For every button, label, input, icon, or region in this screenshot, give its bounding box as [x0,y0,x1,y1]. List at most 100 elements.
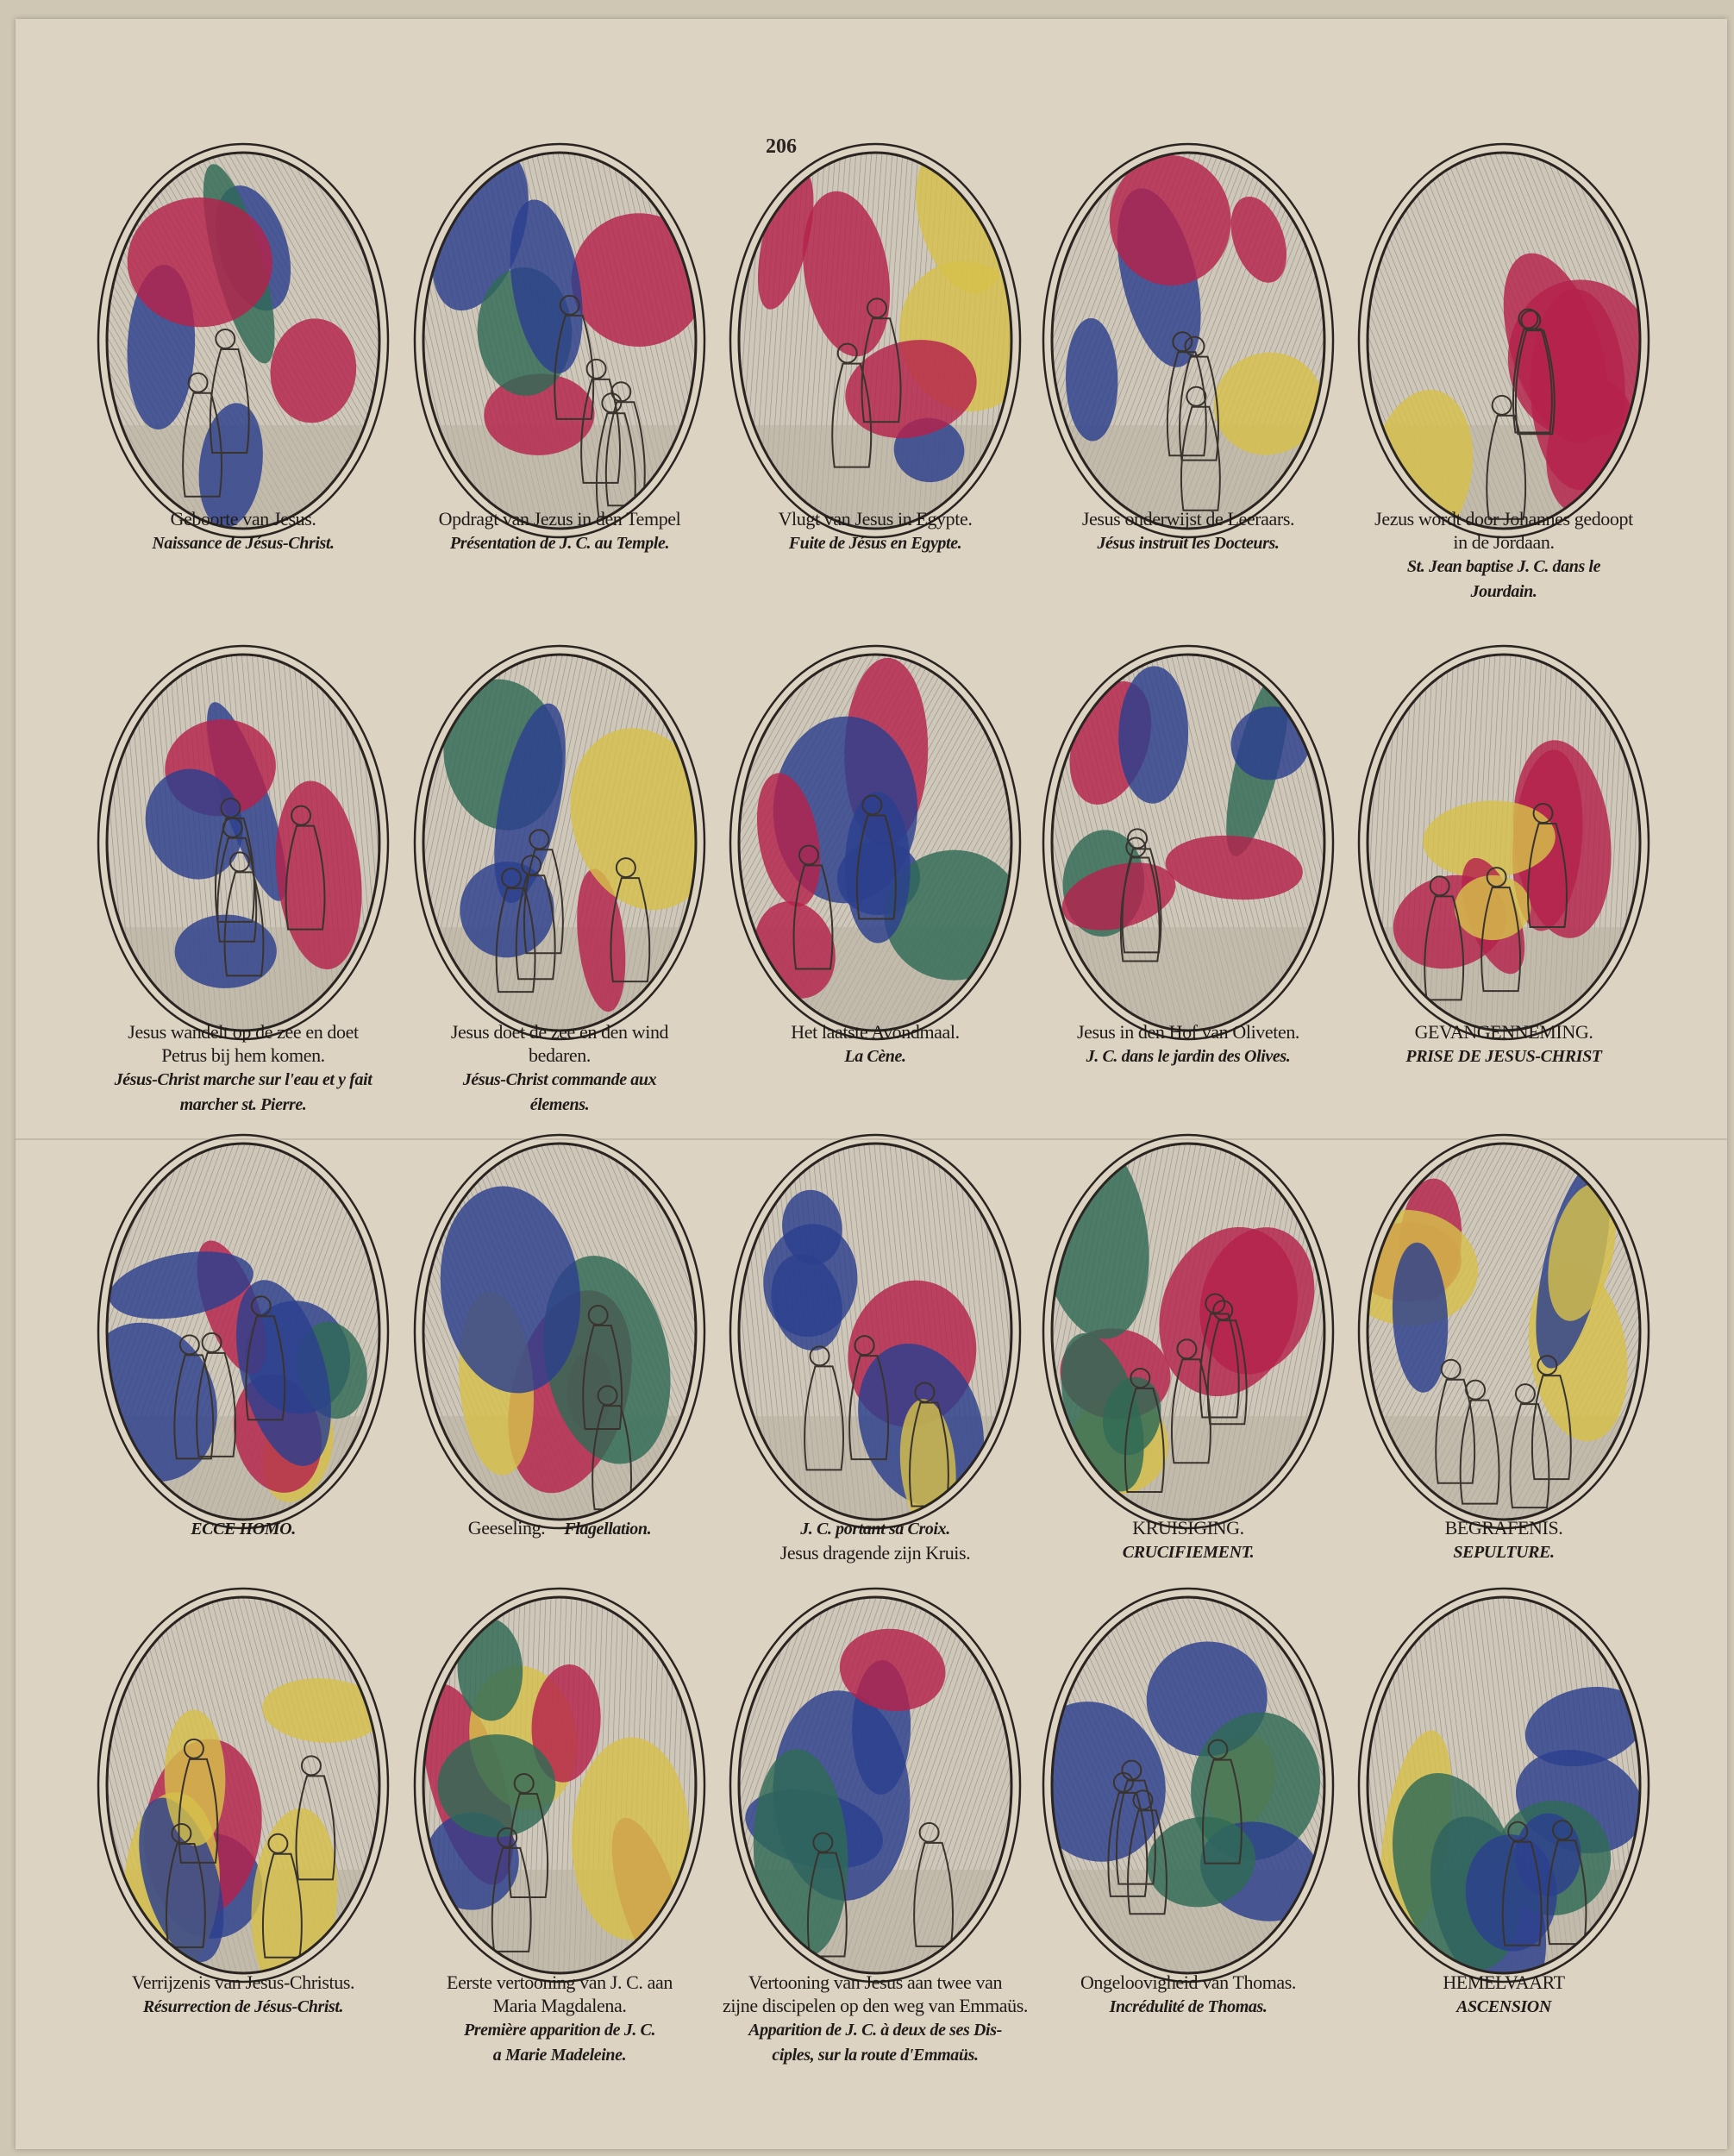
french-title: ASCENSION [1456,1997,1551,2016]
dutch-title: Vlugt van Jesus in Egypte. [778,508,973,530]
oval-frame [422,1142,698,1521]
caption-line: Incrédulité de Thomas. [1024,1994,1352,2019]
french-title: PRISE DE JESUS-CHRIST [1405,1047,1602,1066]
caption-line: Het laatste Avondmaal. [711,1020,1039,1044]
color-wash [174,914,277,988]
color-wash [844,792,911,943]
vignette-20 [1355,1585,1652,1985]
caption-line: zijne discipelen op den weg van Emmaüs. [711,1994,1039,2017]
caption-line: Geboorte van Jesus. [79,507,407,530]
caption-line: Vertooning van Jesus aan twee van [711,1971,1039,1994]
caption-line: Fuite de Jésus en Egypte. [711,530,1039,555]
oval-frame [105,1595,381,1975]
caption-line: Jésus-Christ commande aux [396,1067,723,1092]
vignette-14 [1040,1131,1336,1532]
vignette-7 [411,642,708,1043]
vignette-4 [1040,141,1336,541]
color-wash [1503,253,1608,443]
french-title: Apparition de J. C. à deux de ses Dis- [748,2021,1002,2040]
oval-frame [105,653,381,1032]
caption-line: a Marie Madeleine. [396,2042,723,2067]
vignette-15 [1355,1131,1652,1532]
oval-frame [1366,1142,1642,1521]
french-title: a Marie Madeleine. [492,2046,627,2065]
french-title: Présentation de J. C. au Temple. [449,534,670,553]
vignette-16 [95,1585,391,1985]
vignette-19 [1040,1585,1336,1985]
caption-line: Petrus bij hem komen. [79,1044,407,1067]
french-title: Jourdain. [1470,582,1537,601]
color-wash [1392,1242,1449,1393]
dutch-title: KRUISIGING. [1132,1517,1244,1539]
caption-line: in de Jordaan. [1340,530,1668,554]
color-wash [510,199,583,373]
dutch-title: Eerste vertooning van J. C. aan [447,1971,673,1993]
color-wash [262,1678,379,1743]
oval-frame [422,151,698,530]
print-sheet: 206 Geboorte van Jesus.Naissance de Jésu… [16,19,1727,2149]
caption-13: J. C. portant sa Croix.Jesus dragende zi… [711,1516,1039,1564]
engraved-figure [582,1325,623,1431]
caption-line: Jesus in den Hof van Oliveten. [1024,1020,1352,1044]
dutch-title: Jesus in den Hof van Oliveten. [1076,1021,1300,1043]
caption-9: Jesus in den Hof van Oliveten.J. C. dans… [1024,1020,1352,1069]
oval-frame [1050,653,1326,1032]
oval-frame [1050,151,1326,530]
caption-line: St. Jean baptise J. C. dans le [1340,554,1668,579]
color-wash [1524,1686,1640,1767]
vignette-5 [1355,141,1652,541]
vignette-17 [411,1585,708,1985]
engraved-figure [1527,823,1568,929]
caption-line: Jesus doet de zee en den wind [396,1020,723,1044]
color-wash [756,773,821,907]
color-wash [1102,1376,1161,1456]
color-wash [270,318,357,423]
caption-line: Ongeloovigheid van Thomas. [1024,1971,1352,1994]
engraved-figure [848,1355,890,1461]
engraved-figure [196,1351,237,1457]
page-number: 206 [766,135,797,158]
dutch-title: Verrijzenis van Jesus-Christus. [131,1971,355,1993]
dutch-title: Opdragt van Jezus in den Tempel [438,508,681,530]
engraved-figure [1107,1791,1149,1897]
color-wash [1147,1816,1255,1908]
dutch-title: in de Jordaan. [1453,531,1555,553]
vignette-9 [1040,642,1336,1043]
color-wash [440,1186,581,1394]
engraved-figure [1501,1840,1543,1946]
engraved-figure [178,1758,219,1864]
color-wash [127,197,272,328]
vignette-6 [95,642,391,1043]
caption-line: Jourdain. [1340,579,1668,604]
caption-line: Résurrection de Jésus-Christ. [79,1994,407,2019]
color-wash [1465,1834,1557,1952]
engraved-figure [1486,414,1527,520]
color-wash [1066,317,1118,442]
french-title: Fuite de Jésus en Egypte. [788,534,962,553]
caption-line: Jesus onderwijst de Leeraars. [1024,507,1352,530]
vignette-12 [411,1131,708,1532]
engraved-figure [1531,1375,1572,1481]
caption-line: Vlugt van Jesus in Egypte. [711,507,1039,530]
oval-frame [737,1595,1013,1975]
french-title: SEPULTURE. [1453,1543,1555,1562]
engraved-figure [831,362,873,468]
caption-8: Het laatste Avondmaal.La Cène. [711,1020,1039,1069]
dutch-title: BEGRAFENIS. [1444,1517,1563,1539]
color-wash [1052,1702,1166,1862]
color-wash [782,1189,842,1265]
caption-line: J. C. portant sa Croix. [711,1516,1039,1541]
fold-line [16,1138,1727,1140]
engraved-figure [495,887,536,993]
color-wash [531,1664,601,1783]
caption-12: Geeseling.Flagellation. [396,1516,723,1541]
caption-line: élemens. [396,1092,723,1117]
dutch-title: Jezus wordt door Johannes gedoopt [1374,508,1633,530]
caption-10: GEVANGENNEMING.PRISE DE JESUS-CHRIST [1340,1020,1668,1069]
color-wash [109,1251,254,1319]
caption-line: KRUISIGING. [1024,1516,1352,1539]
